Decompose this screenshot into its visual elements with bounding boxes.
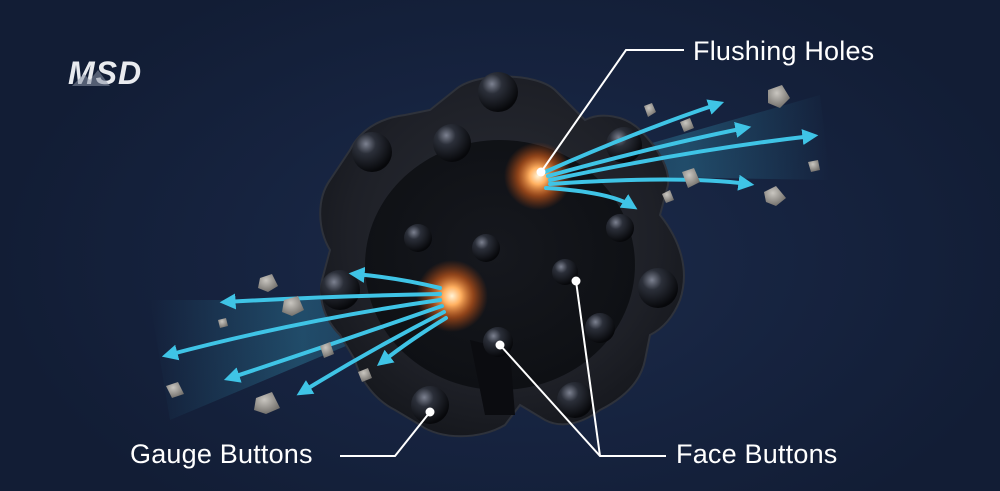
water-arrow (219, 292, 442, 310)
label-face-buttons: Face Buttons (676, 439, 838, 469)
gauge-buttons (320, 72, 678, 424)
gauge-button (352, 132, 392, 172)
rock-chip (358, 368, 372, 382)
gauge-button (433, 124, 471, 162)
leader-line-flushing-holes (540, 49, 684, 173)
face-button (552, 259, 578, 285)
mountain-icon (72, 70, 110, 86)
water-arrow (348, 266, 442, 290)
gauge-button (320, 270, 360, 310)
water-arrow (548, 129, 819, 182)
water-arrow (543, 99, 725, 174)
msd-logo: MSD (68, 56, 141, 90)
rock-chip (320, 342, 334, 358)
leader-dot (536, 167, 546, 177)
rock-chip (282, 296, 304, 316)
label-gauge-buttons: Gauge Buttons (130, 439, 313, 469)
gauge-button (557, 382, 593, 418)
water-arrow (161, 298, 442, 361)
leader-line-gauge-buttons (340, 411, 431, 457)
flushing-hole-glow-upper (504, 142, 572, 210)
gauge-button (638, 268, 678, 308)
rock-chip (644, 103, 656, 117)
water-arrow (376, 316, 448, 366)
leader-line-face-buttons-2 (575, 280, 601, 457)
water-arrow (544, 186, 638, 210)
gauge-button (478, 72, 518, 112)
water-arrow (546, 122, 752, 178)
rock-chip (218, 318, 228, 328)
gauge-button (411, 386, 449, 424)
rock-chip (254, 392, 280, 414)
rock-chip (768, 85, 790, 108)
label-flushing-holes: Flushing Holes (693, 36, 875, 66)
leader-dot (571, 276, 581, 286)
face-button (404, 224, 432, 252)
rock-chip (258, 274, 278, 292)
flushing-groove (470, 340, 515, 415)
leader-dot (425, 407, 435, 417)
leader-dot (495, 340, 505, 350)
water-arrow (296, 310, 446, 396)
water-arrows-right (543, 99, 819, 210)
rock-chip (662, 190, 674, 203)
water-arrows-left (161, 266, 448, 396)
rock-chip (808, 160, 820, 172)
water-arrow (548, 174, 755, 191)
leader-lines (340, 49, 684, 457)
rock-chip (682, 168, 700, 188)
face-button (472, 234, 500, 262)
water-arrow (223, 304, 444, 383)
flushing-hole-glow-lower (416, 260, 488, 332)
gauge-button (585, 313, 615, 343)
face-button (606, 214, 634, 242)
rock-debris (166, 85, 820, 414)
rock-chip (680, 118, 694, 132)
rock-chip (764, 186, 786, 206)
rock-chip (166, 382, 184, 398)
